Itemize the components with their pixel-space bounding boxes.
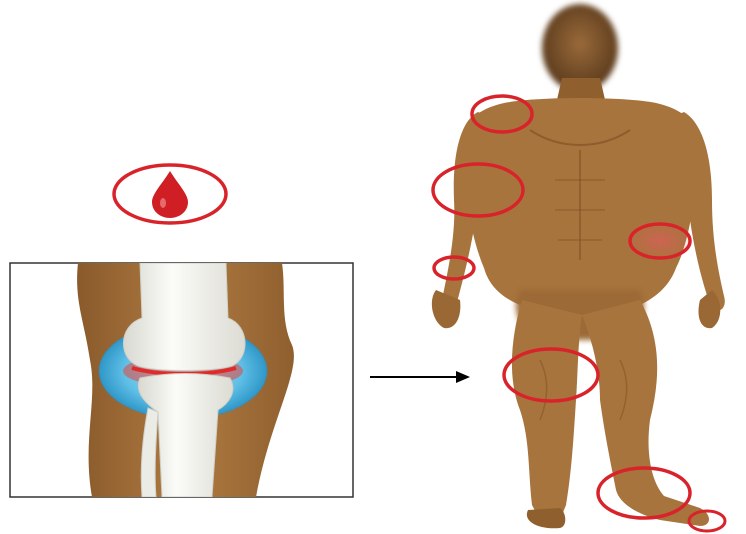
human-body-figure — [432, 4, 725, 528]
arrow-right-icon — [370, 371, 470, 383]
right-leg — [512, 300, 582, 520]
hip-marker-glow — [626, 221, 694, 261]
knee-joint-closeup — [10, 263, 353, 497]
blood-drop-icon — [114, 165, 226, 223]
femur-bone — [123, 263, 245, 371]
blood-drop-shape — [152, 171, 188, 218]
